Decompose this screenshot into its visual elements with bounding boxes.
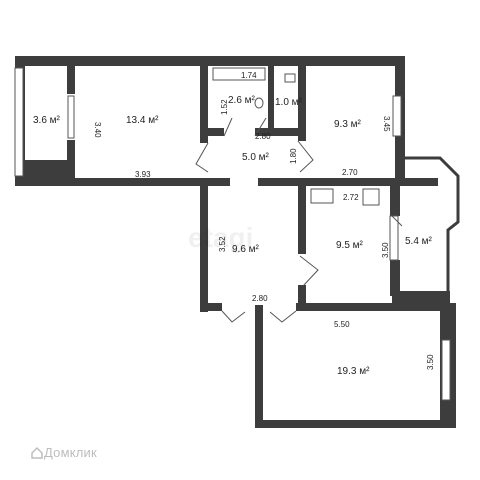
wall-bath-divider [268, 66, 274, 128]
toilet-fixture [284, 73, 296, 83]
wall-right-block [395, 150, 405, 186]
wall-kitchen-left [298, 196, 306, 254]
wall-corridor-left [200, 186, 208, 312]
wall-block-left [15, 160, 75, 184]
door-toilet [254, 117, 267, 137]
area-hall: 5.0 м² [242, 152, 270, 163]
wall-bottom-room-bottom [255, 420, 456, 428]
door-hall-right [297, 140, 314, 173]
wall-balcony-divider [67, 66, 75, 94]
dim-kitchen-height: 3.50 [381, 242, 390, 258]
dim-bath-bottom: 2.80 [255, 132, 271, 141]
dim-corridor-height: 3.52 [218, 236, 227, 252]
window-room-left [67, 95, 75, 139]
window-room-right [392, 95, 402, 137]
balcony-right-outline [400, 156, 460, 298]
dimension-labels: 1.74 1.52 3.40 2.80 3.45 1.80 2.70 3.93 … [93, 71, 435, 370]
door-bath [223, 117, 233, 137]
dim-room-left-height: 3.40 [93, 122, 102, 138]
area-room-bottom: 19.3 м² [337, 366, 370, 377]
domclick-logo-icon [31, 446, 43, 459]
area-bathroom: 2.6 м² [228, 95, 256, 106]
dim-bottom-room-width: 5.50 [334, 320, 350, 329]
logo-text: Домклик [44, 445, 97, 460]
wall-top [15, 56, 405, 66]
wall-kitchen-left-2 [298, 285, 306, 307]
dim-hall-height: 1.80 [289, 148, 298, 164]
door-entry-right [269, 310, 297, 323]
area-corridor: 9.6 м² [232, 244, 260, 255]
dim-bath-width: 1.52 [220, 99, 229, 115]
door-entry-left [221, 310, 246, 323]
dim-bottom-room-height: 3.50 [426, 354, 435, 370]
wall-bottom-room-left [255, 305, 263, 427]
window-bottom-room [441, 339, 451, 401]
walls [15, 56, 456, 428]
area-room-left: 13.4 м² [126, 115, 159, 126]
wall-room-right-left [298, 66, 306, 141]
area-balcony-right: 5.4 м² [405, 236, 433, 247]
windows [14, 67, 451, 401]
area-toilet: 1.0 м² [275, 97, 303, 108]
wall-bottom-room-right-bar [392, 291, 450, 305]
kitchen-sink-fixture [310, 188, 334, 204]
sink-fixture [254, 97, 264, 109]
wall-corridor-bottom-left [200, 303, 222, 311]
wall-corridor-bottom-right [296, 303, 456, 311]
doors [195, 73, 403, 323]
wall-balcony-divider-2 [67, 140, 75, 178]
area-kitchen: 9.5 м² [336, 240, 364, 251]
window-balcony-left [14, 67, 24, 177]
area-labels: 3.6 м² 13.4 м² 2.6 м² 1.0 м² 9.3 м² 5.0 … [33, 95, 433, 377]
wall-hall-right [258, 178, 438, 186]
wall-kitchen-right-2 [390, 260, 400, 296]
area-room-top-right: 9.3 м² [334, 119, 362, 130]
dim-left-wall: 3.93 [135, 170, 151, 179]
dim-entry-width: 2.80 [252, 294, 268, 303]
dim-kitchen-width: 2.72 [343, 193, 359, 202]
wall-mid-horizontal [15, 178, 230, 186]
wall-bath-bottom [200, 128, 224, 136]
stove-fixture [362, 188, 380, 206]
door-corridor [299, 255, 319, 287]
watermark: etagi [188, 222, 254, 253]
window-kitchen [389, 215, 399, 261]
window-bath [212, 67, 266, 81]
wall-kitchen-divider-top [298, 178, 306, 196]
area-balcony-left: 3.6 м² [33, 115, 61, 126]
door-balcony-kitchen [391, 215, 403, 227]
door-hall-left [195, 142, 209, 173]
wall-kitchen-right [390, 186, 400, 216]
wall-bath-left [200, 66, 208, 143]
dim-room-right-height: 3.45 [382, 116, 391, 132]
dim-hall-width: 2.70 [342, 168, 358, 177]
wall-bath-bottom-2 [255, 128, 303, 136]
dim-bath-length: 1.74 [241, 71, 257, 80]
